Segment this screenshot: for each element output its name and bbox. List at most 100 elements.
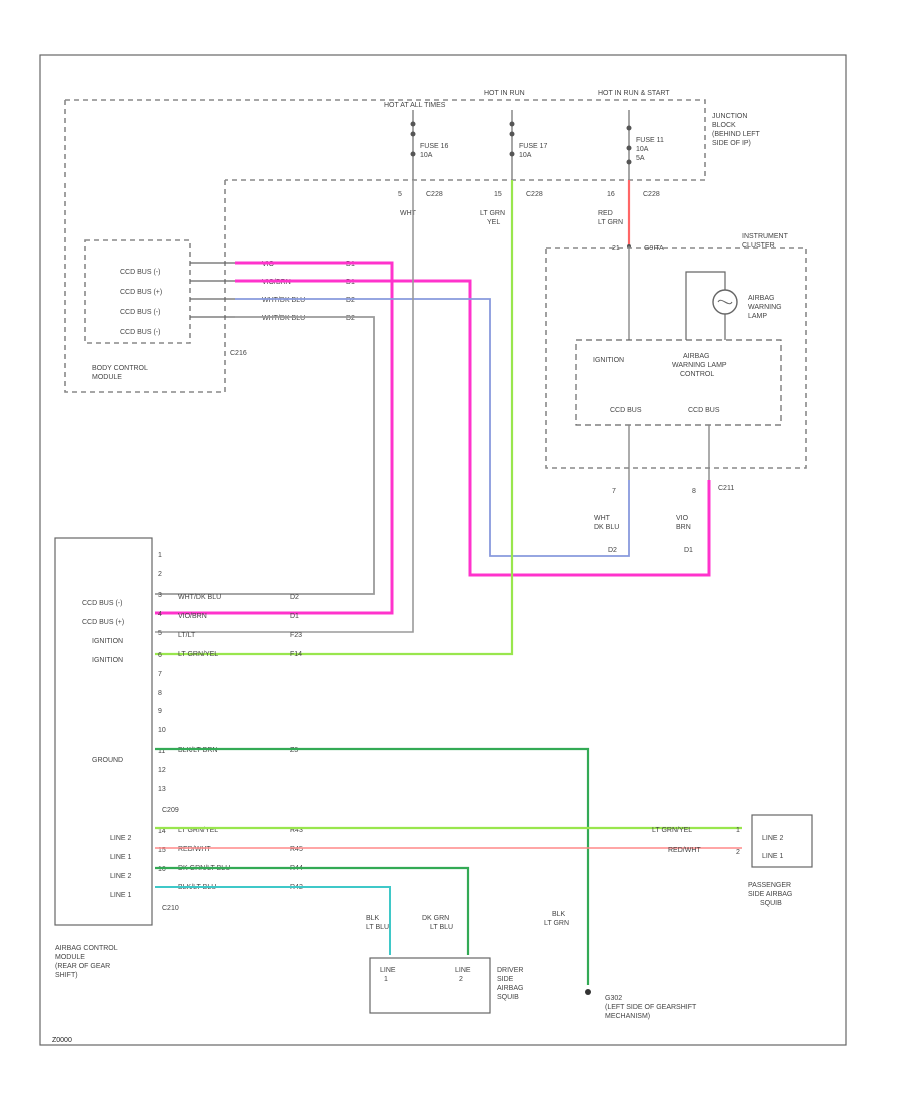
svg-text:12: 12: [158, 767, 166, 774]
jb-pin-c: 16: [607, 191, 615, 198]
wire-wht-label: WHT: [400, 210, 417, 217]
wire-bcm-wht-dkblu-2: [155, 316, 375, 595]
svg-text:14: 14: [158, 828, 166, 835]
svg-text:LT GRN: LT GRN: [544, 920, 569, 927]
svg-text:LINE 1: LINE 1: [110, 854, 132, 861]
svg-text:Z3: Z3: [290, 747, 298, 754]
wire-bcm-vio-2: [235, 279, 711, 577]
svg-text:BRN: BRN: [676, 524, 691, 531]
svg-text:LT BLU: LT BLU: [430, 924, 453, 931]
svg-text:IGNITION: IGNITION: [92, 657, 123, 664]
svg-text:LINE 2: LINE 2: [110, 873, 132, 880]
ground-desc: (LEFT SIDE OF GEARSHIFT: [605, 1004, 697, 1011]
svg-text:9: 9: [158, 708, 162, 715]
svg-text:SIDE: SIDE: [497, 976, 514, 983]
svg-text:SIDE AIRBAG: SIDE AIRBAG: [748, 891, 792, 898]
pab-pin-b: 2: [736, 849, 740, 856]
ic-ignition-label: IGNITION: [593, 357, 624, 364]
svg-text:16: 16: [158, 866, 166, 873]
svg-text:13: 13: [158, 786, 166, 793]
connector-c228-c: C228: [643, 191, 660, 198]
svg-text:2: 2: [158, 571, 162, 578]
bcm-connector: C216: [230, 350, 247, 357]
ic-ccd1-pin: 7: [612, 488, 616, 495]
svg-text:15: 15: [158, 847, 166, 854]
svg-text:CCD BUS (-): CCD BUS (-): [120, 269, 160, 276]
driver-wire2-label: DK GRN: [422, 915, 449, 922]
svg-text:SIDE OF IP): SIDE OF IP): [712, 140, 751, 147]
dab-name: DRIVER: [497, 967, 523, 974]
svg-text:6: 6: [158, 652, 162, 659]
svg-text:5: 5: [158, 630, 162, 637]
svg-text:D2: D2: [346, 315, 355, 322]
bcm-wire-labels: VIO VIO/BRN WHT/DK BLU WHT/DK BLU D1 D1 …: [262, 261, 355, 322]
svg-text:LINE 1: LINE 1: [110, 892, 132, 899]
svg-text:D2: D2: [608, 547, 617, 554]
svg-text:WHT/DK BLU: WHT/DK BLU: [178, 594, 221, 601]
svg-text:CCD BUS (+): CCD BUS (+): [82, 619, 124, 626]
svg-text:CCD BUS (-): CCD BUS (-): [120, 309, 160, 316]
wire-red-label: RED: [598, 210, 613, 217]
ground-id: G302: [605, 995, 622, 1002]
svg-text:4: 4: [158, 611, 162, 618]
svg-text:D2: D2: [346, 297, 355, 304]
svg-text:FUSE 16: FUSE 16: [420, 143, 449, 150]
ic-pin-label: G9ITA: [644, 245, 664, 252]
svg-text:SQUIB: SQUIB: [497, 994, 519, 1001]
passenger-airbag-box: [751, 814, 813, 868]
svg-text:AIRBAG: AIRBAG: [497, 985, 523, 992]
connector-c210-acm: C210: [162, 905, 179, 912]
jb-pin-b: 15: [494, 191, 502, 198]
bcm-box: [84, 239, 191, 344]
svg-text:1: 1: [158, 552, 162, 559]
junction-block-label: JUNCTION BLOCK (BEHIND LEFT SIDE OF IP): [712, 113, 761, 147]
wire-ltgrn-label: LT GRN: [480, 210, 505, 217]
svg-text:5A: 5A: [636, 155, 645, 162]
svg-text:3: 3: [158, 592, 162, 599]
svg-text:RED/WHT: RED/WHT: [178, 846, 211, 853]
acm-box: [54, 537, 153, 926]
diagram-id: Z0000: [52, 1037, 72, 1044]
ic-ccd2-pin: 8: [692, 488, 696, 495]
dab-line2: LINE: [455, 967, 471, 974]
driver-airbag-box: [369, 957, 491, 1014]
svg-text:F14: F14: [290, 651, 302, 658]
ic-wire-vio: VIO: [676, 515, 689, 522]
svg-text:LT GRN/YEL: LT GRN/YEL: [178, 827, 218, 834]
svg-text:YEL: YEL: [487, 219, 500, 226]
driver-wire1-label: BLK: [366, 915, 380, 922]
connector-c209: C209: [162, 807, 179, 814]
svg-text:LT GRN: LT GRN: [598, 219, 623, 226]
ground-point-icon: [585, 989, 591, 995]
svg-text:WHT/DK BLU: WHT/DK BLU: [262, 297, 305, 304]
svg-text:(REAR OF GEAR: (REAR OF GEAR: [55, 963, 110, 970]
svg-text:IGNITION: IGNITION: [92, 638, 123, 645]
svg-text:MODULE: MODULE: [55, 954, 85, 961]
svg-text:BLOCK: BLOCK: [712, 122, 736, 129]
fuse-11: FUSE 11 10A 5A: [626, 110, 664, 180]
svg-text:CCD BUS (-): CCD BUS (-): [120, 329, 160, 336]
svg-text:SHIFT): SHIFT): [55, 972, 78, 979]
svg-text:CCD BUS (-): CCD BUS (-): [82, 600, 122, 607]
svg-text:10A: 10A: [519, 152, 532, 159]
pab-name: PASSENGER: [748, 882, 791, 889]
acm-pin-labels: CCD BUS (-) CCD BUS (+) IGNITION IGNITIO…: [82, 600, 132, 899]
svg-text:2: 2: [459, 976, 463, 983]
junction-block-outline: [65, 99, 706, 181]
svg-text:WHT/DK BLU: WHT/DK BLU: [262, 315, 305, 322]
ic-wire-wht: WHT: [594, 515, 611, 522]
svg-text:10A: 10A: [420, 152, 433, 159]
svg-text:CLUSTER: CLUSTER: [742, 242, 775, 249]
svg-text:MECHANISM): MECHANISM): [605, 1013, 650, 1020]
ic-control-label: AIRBAG: [683, 353, 709, 360]
svg-text:LAMP: LAMP: [748, 313, 767, 320]
svg-text:8: 8: [158, 690, 162, 697]
wire-wht-ignition: [155, 180, 414, 633]
power-run-start-label: HOT IN RUN & START: [598, 90, 670, 97]
outer-frame: [39, 54, 847, 1046]
svg-text:CONTROL: CONTROL: [680, 371, 714, 378]
svg-text:MODULE: MODULE: [92, 374, 122, 381]
svg-text:JUNCTION: JUNCTION: [712, 113, 747, 120]
bcm-name: BODY CONTROL: [92, 365, 148, 372]
